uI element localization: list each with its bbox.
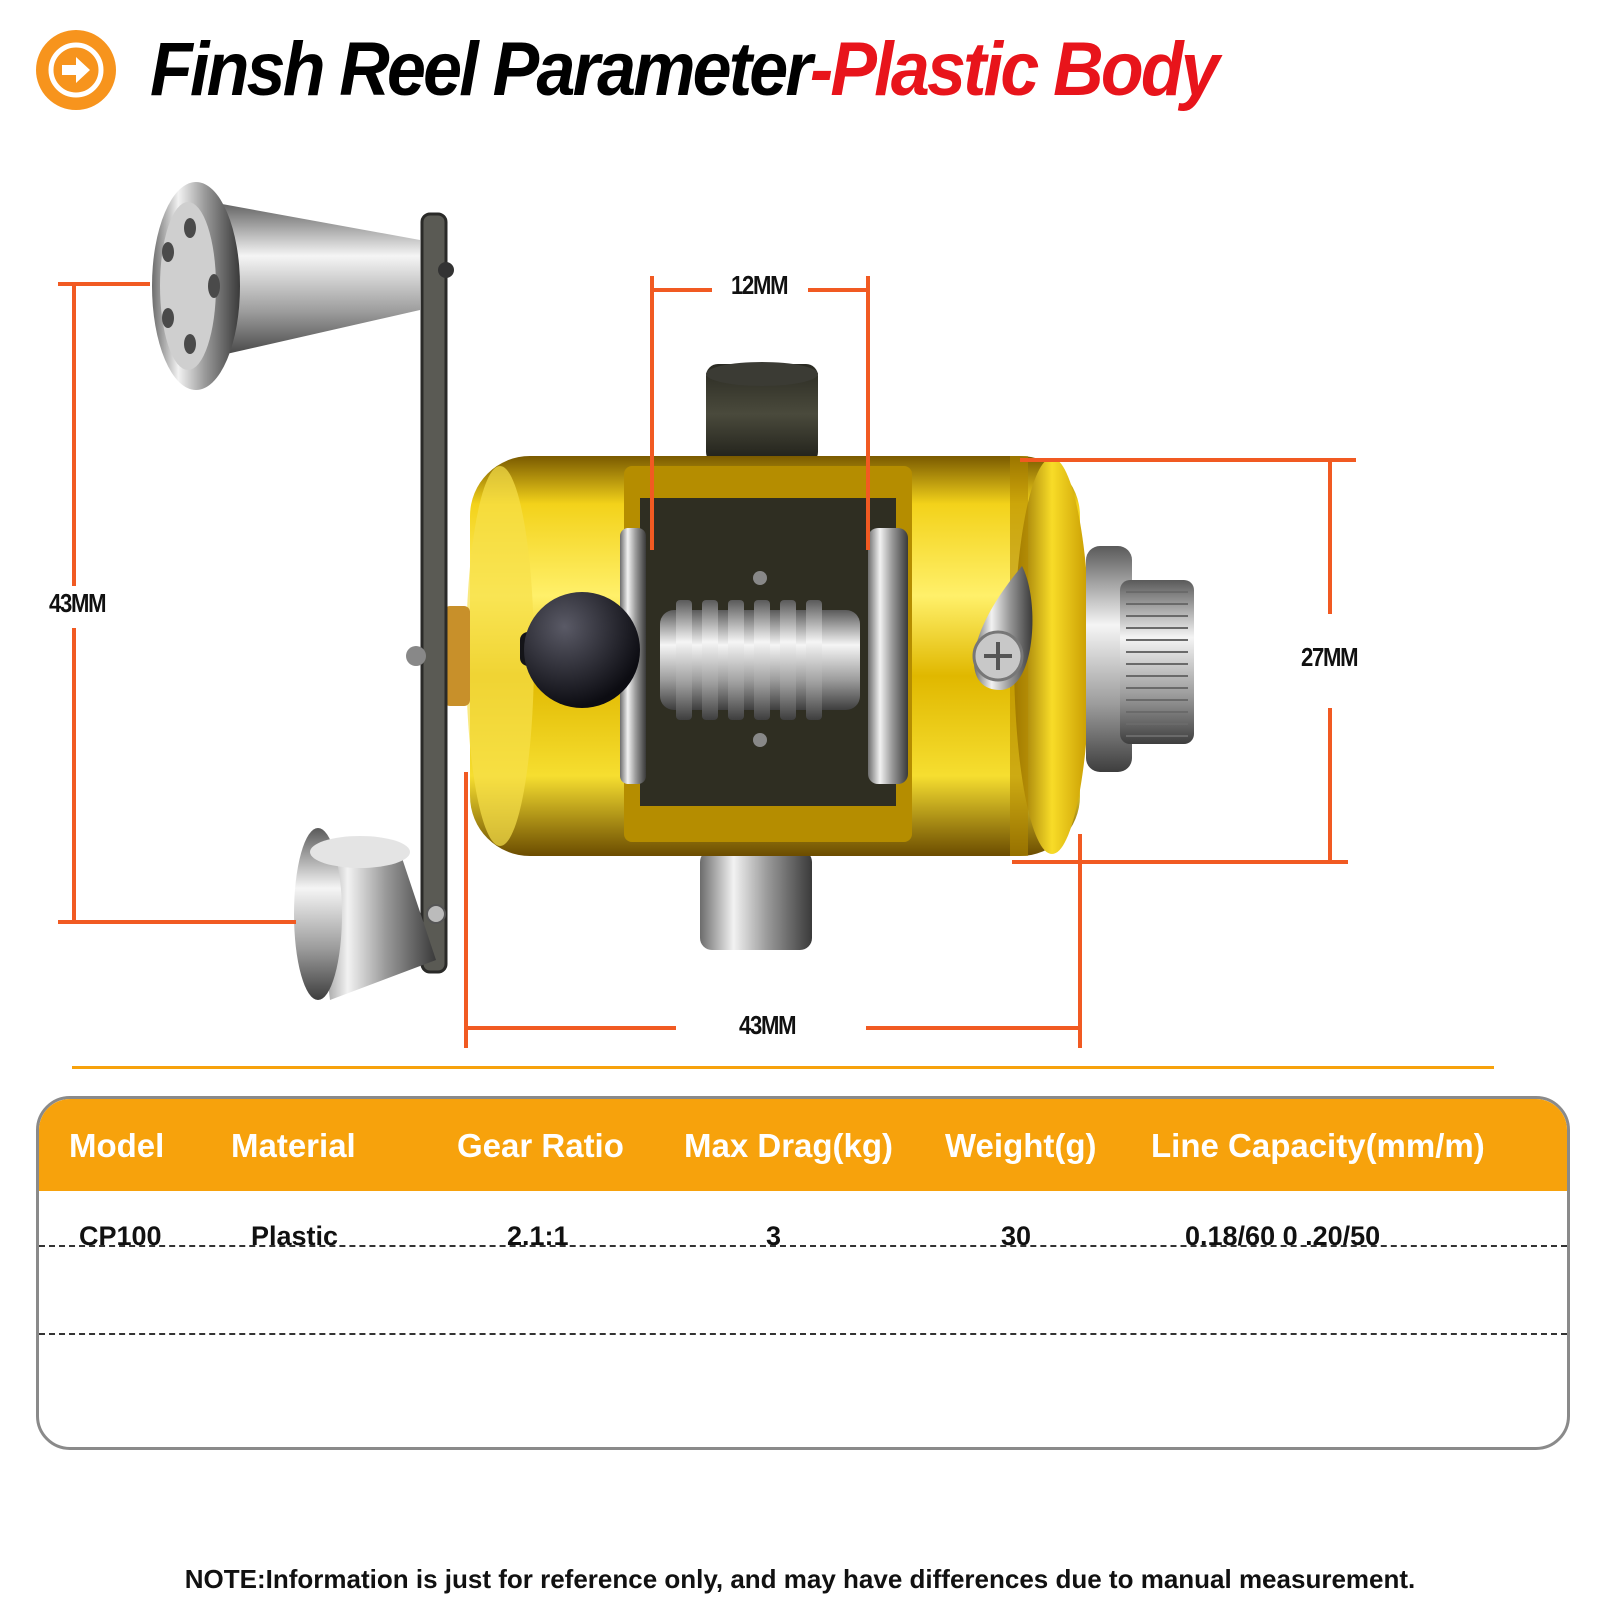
column-header-gear-ratio: Gear Ratio	[457, 1127, 624, 1164]
top-post	[706, 362, 818, 464]
page-title: Finsh Reel Parameter-Plastic Body	[150, 22, 1220, 118]
cell-material: Plastic	[251, 1221, 339, 1251]
spec-table-header: Model Material Gear Ratio Max Drag(kg) W…	[39, 1099, 1567, 1191]
arrow-right-icon	[36, 30, 116, 110]
dim-label-body-length: 43MM	[738, 1010, 797, 1040]
product-illustration: 43MM 12MM 27MM 43MM	[0, 150, 1600, 1080]
top-handle	[152, 182, 420, 390]
row-divider	[39, 1333, 1567, 1335]
dimension-lines	[58, 276, 1356, 1048]
spool	[660, 571, 860, 747]
column-header-material: Material	[231, 1127, 356, 1164]
table-top-rule	[72, 1066, 1494, 1069]
cell-line-capacity: 0.18/60 0 .20/50	[1185, 1221, 1381, 1251]
dim-label-handle-height: 43MM	[48, 588, 107, 618]
reel-drawing	[58, 182, 1356, 1048]
title-main: Finsh Reel Parameter	[150, 27, 813, 112]
crank-arm	[406, 212, 470, 974]
cell-weight: 30	[1001, 1221, 1032, 1251]
spec-table: Model Material Gear Ratio Max Drag(kg) W…	[36, 1096, 1570, 1450]
dim-label-spool-width: 12MM	[730, 270, 789, 300]
cell-gear-ratio: 2.1:1	[507, 1221, 569, 1251]
drag-screw	[972, 566, 1033, 690]
cell-max-drag: 3	[766, 1221, 782, 1251]
header: Finsh Reel Parameter-Plastic Body	[0, 0, 1600, 150]
column-header-line-capacity: Line Capacity(mm/m)	[1151, 1127, 1485, 1164]
bottom-handle	[294, 828, 436, 1000]
footnote: NOTE:Information is just for reference o…	[184, 1564, 1416, 1594]
cell-model: CP100	[79, 1221, 162, 1251]
column-header-model: Model	[69, 1127, 165, 1164]
knurled-knob	[1086, 546, 1194, 772]
row-divider	[39, 1245, 1567, 1247]
title-accent: -Plastic Body	[809, 27, 1220, 112]
dim-label-body-height: 27MM	[1300, 642, 1359, 672]
column-header-max-drag: Max Drag(kg)	[684, 1127, 894, 1164]
column-header-weight: Weight(g)	[945, 1127, 1097, 1164]
black-knob	[520, 592, 640, 708]
bottom-post	[700, 850, 812, 950]
